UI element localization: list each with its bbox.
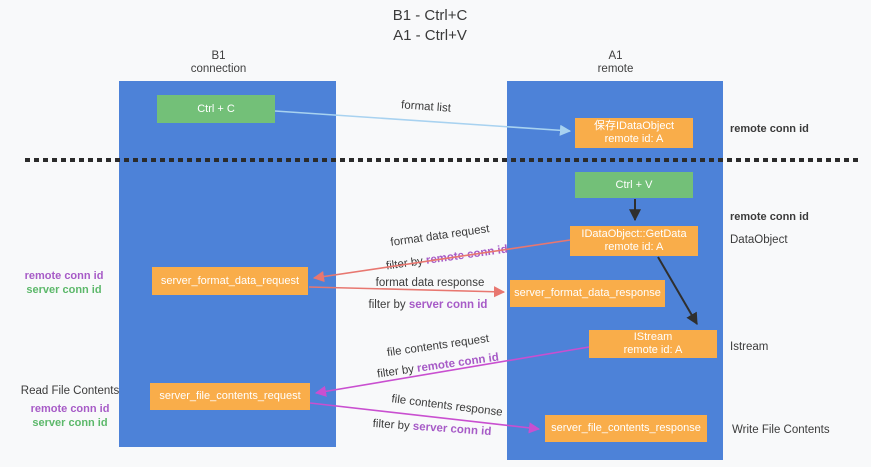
filter-by-text: filter by (376, 362, 418, 381)
left-server-conn-id-label: server conn id (26, 284, 102, 296)
remote-conn-id-text: remote conn id (425, 243, 509, 267)
diagram-title: B1 - Ctrl+C A1 - Ctrl+V (393, 6, 468, 46)
filter-by-server-format-label: filter by server conn id (369, 299, 488, 311)
server-file-contents-response-box: server_file_contents_response (545, 415, 707, 442)
format-list-label: format list (400, 99, 452, 115)
format-data-request-label: format data request (389, 223, 491, 249)
filter-by-text: filter by (368, 299, 409, 311)
istream-box: IStream remote id: A (589, 330, 717, 358)
file-contents-response-label: file contents response (390, 393, 504, 419)
dashed-separator (25, 158, 860, 162)
read-server-conn-id-label: server conn id (32, 417, 108, 429)
dataobject-label: DataObject (730, 234, 788, 246)
remote-conn-id-text: remote conn id (416, 351, 500, 375)
save-dataobject-box: 保存IDataObject remote id: A (575, 118, 693, 148)
server-format-data-response-box: server_format_data_response (510, 280, 665, 307)
filter-by-text: filter by (385, 254, 427, 273)
title-line-2: A1 - Ctrl+V (393, 27, 467, 44)
getdata-line1: IDataObject::GetData (581, 228, 687, 240)
title-line-1: B1 - Ctrl+C (392, 7, 468, 24)
ctrl-c-box: Ctrl + C (157, 95, 275, 123)
write-file-contents-label: Write File Contents (732, 424, 830, 436)
right-column-role: remote (597, 62, 634, 75)
ctrl-c-label: Ctrl + C (197, 102, 235, 115)
server-format-data-response-label: server_format_data_response (514, 287, 661, 299)
left-column-header: B1 connection (110, 50, 327, 75)
read-remote-conn-id-label: remote conn id (30, 403, 110, 415)
right-column-name: A1 (608, 50, 623, 62)
ctrl-v-label: Ctrl + V (615, 178, 653, 191)
server-format-data-request-label: server_format_data_request (160, 274, 300, 287)
istream-side-label: Istream (730, 341, 769, 353)
ctrl-v-box: Ctrl + V (575, 172, 693, 198)
server-conn-id-text: server conn id (412, 420, 492, 439)
getdata-line2: remote id: A (604, 241, 664, 253)
filter-by-server-file-label: filter by server conn id (372, 418, 491, 438)
remote-conn-id-top-label: remote conn id (730, 123, 809, 135)
server-format-data-request-box: server_format_data_request (152, 267, 308, 295)
left-column-name: B1 (211, 50, 226, 62)
left-remote-conn-id-label: remote conn id (24, 270, 104, 282)
istream-line2: remote id: A (623, 344, 683, 356)
istream-line1: IStream (633, 331, 673, 343)
read-file-contents-block: Read File Contents remote conn id server… (15, 384, 125, 430)
format-data-response-label: format data response (375, 277, 485, 289)
left-column-role: connection (190, 62, 247, 75)
filter-by-remote-format-label: filter by remote conn id (385, 244, 508, 273)
filter-by-text: filter by (372, 417, 414, 433)
right-column-header: A1 remote (507, 50, 724, 75)
left-conn-id-block: remote conn id server conn id (14, 269, 114, 297)
server-file-contents-request-box: server_file_contents_request (150, 383, 310, 410)
read-file-contents-label: Read File Contents (20, 385, 120, 397)
remote-conn-id-mid-label: remote conn id (730, 211, 809, 223)
server-conn-id-text: server conn id (408, 299, 488, 311)
save-dataobject-line2: remote id: A (604, 133, 664, 145)
server-file-contents-request-label: server_file_contents_request (159, 390, 301, 402)
server-file-contents-response-label: server_file_contents_response (551, 422, 701, 434)
getdata-box: IDataObject::GetData remote id: A (570, 226, 698, 256)
save-dataobject-line1: 保存IDataObject (593, 120, 675, 132)
